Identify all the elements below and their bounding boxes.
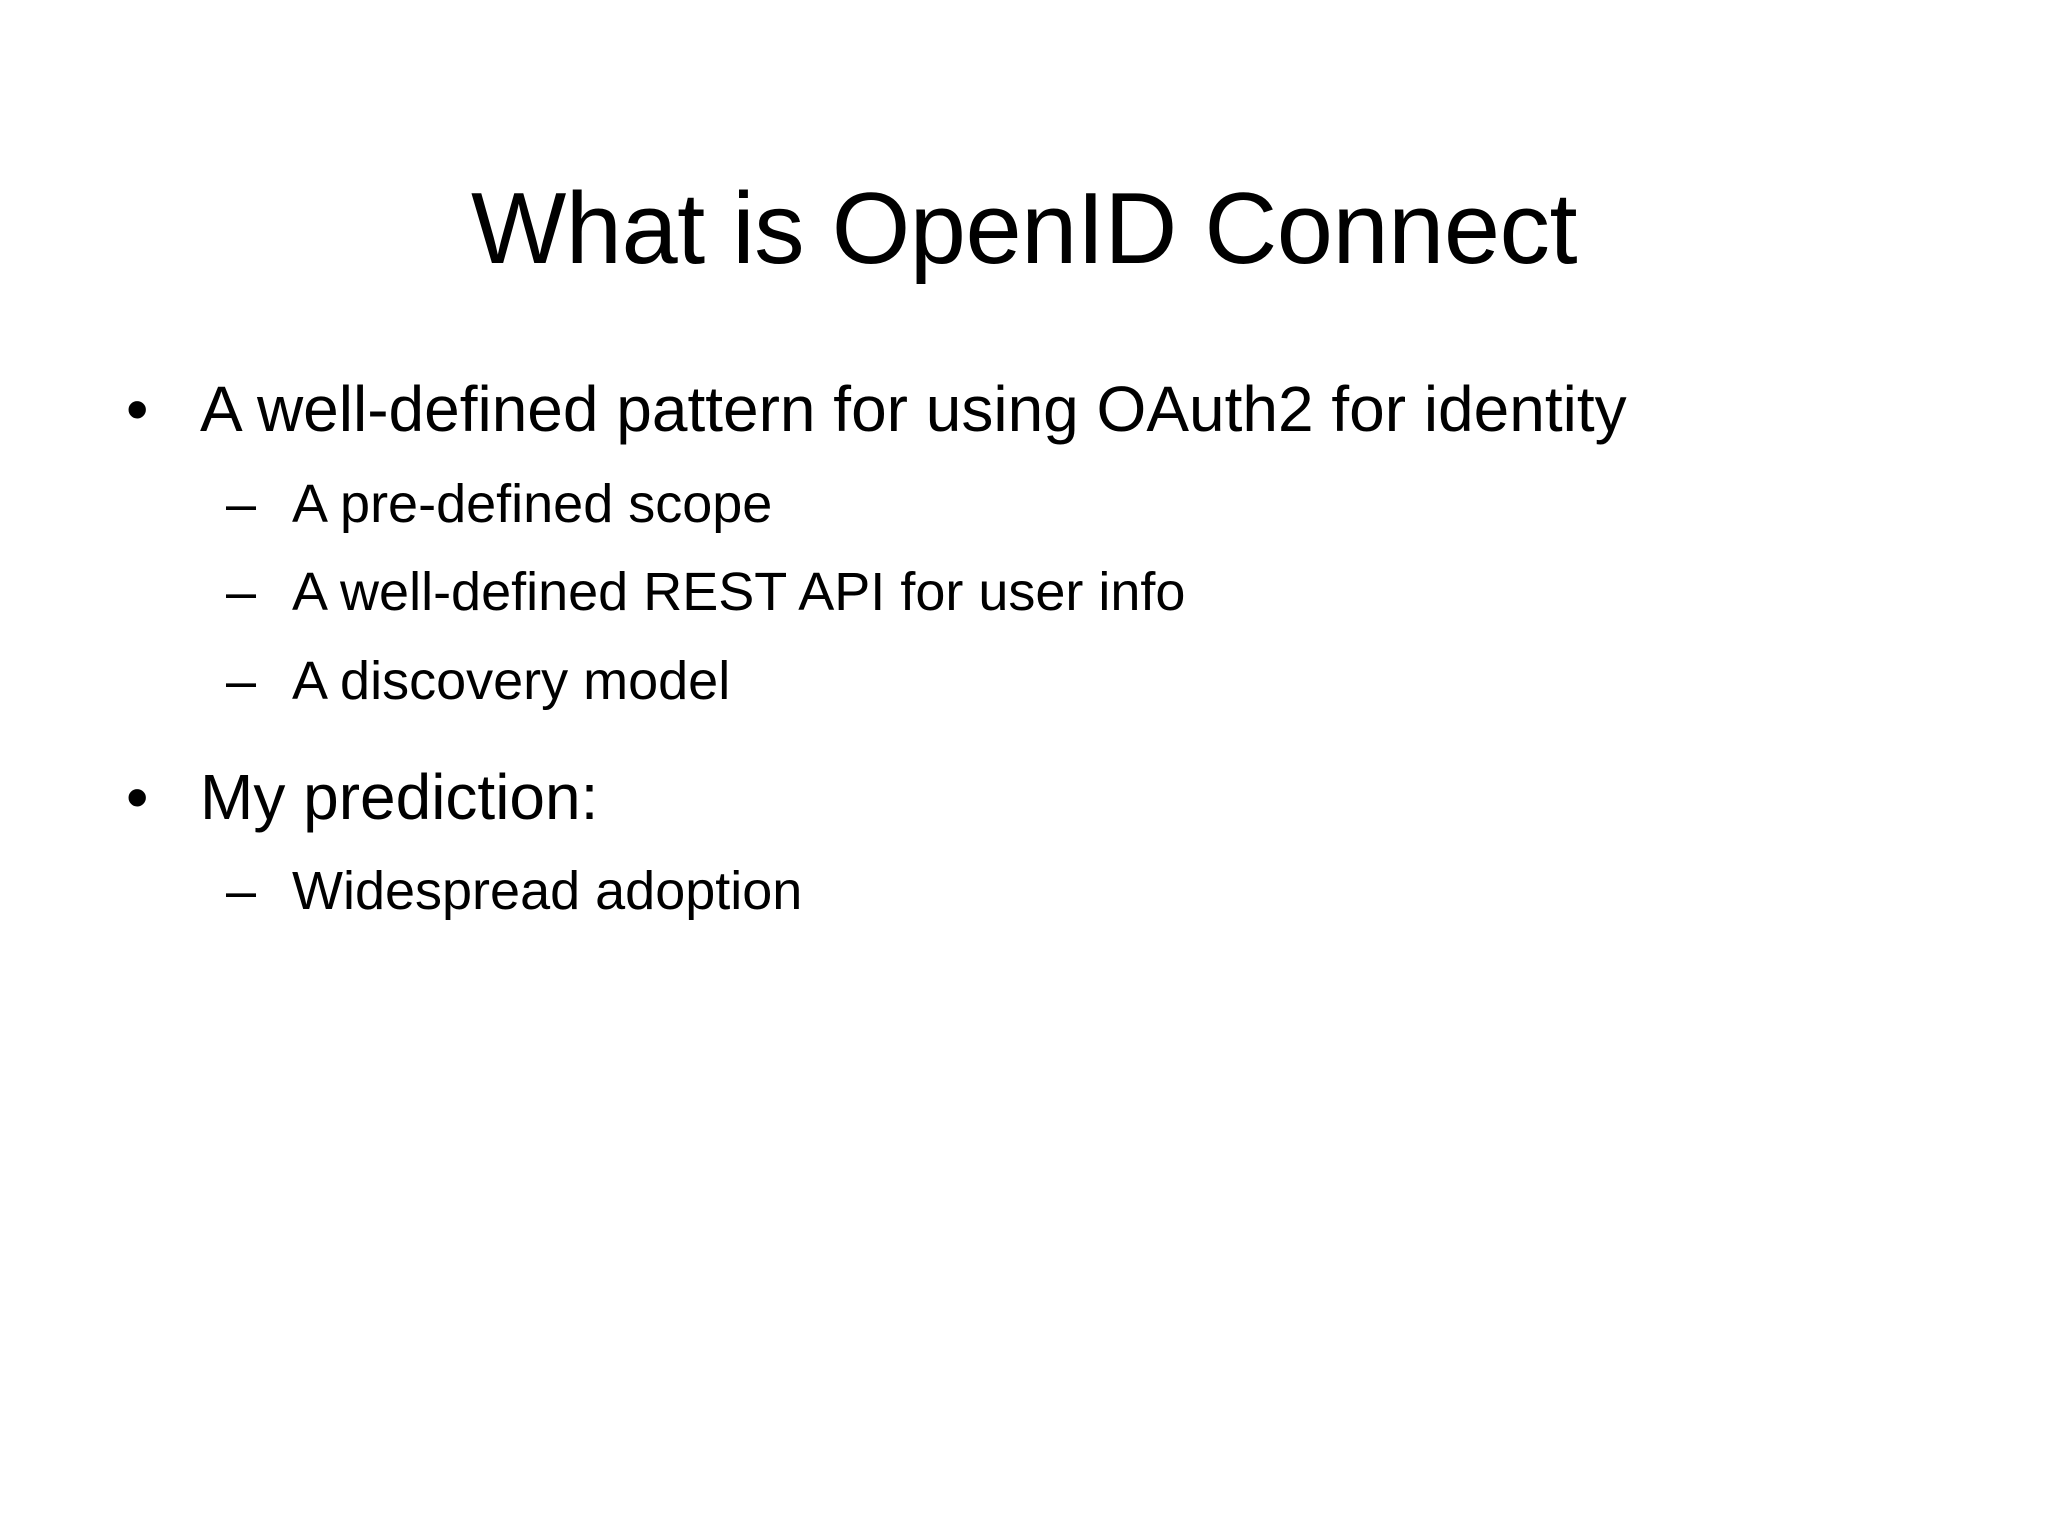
- bullet-item-level1: • A well-defined pattern for using OAuth…: [0, 372, 2048, 448]
- bullet-text: My prediction:: [200, 760, 599, 833]
- bullet-dash-icon: –: [226, 651, 257, 712]
- bullet-group-list: • A well-defined pattern for using OAuth…: [0, 372, 2048, 448]
- bullet-item-level1: • My prediction:: [0, 760, 2048, 836]
- bullet-dash-icon: –: [226, 473, 257, 534]
- bullet-item-level2: – Widespread adoption: [0, 859, 2048, 924]
- bullet-group: • A well-defined pattern for using OAuth…: [0, 372, 2048, 714]
- sub-bullet-text: Widespread adoption: [292, 861, 803, 922]
- bullet-dash-icon: –: [226, 562, 257, 623]
- bullet-text: A well-defined pattern for using OAuth2 …: [200, 373, 1627, 445]
- slide-body: • A well-defined pattern for using OAuth…: [0, 372, 2048, 948]
- sub-bullet-list: – Widespread adoption: [0, 859, 2048, 924]
- bullet-item-level2: – A discovery model: [0, 649, 2048, 714]
- bullet-group-list: • My prediction:: [0, 760, 2048, 836]
- bullet-dot-icon: •: [126, 373, 149, 445]
- bullet-dash-icon: –: [226, 861, 257, 922]
- sub-bullet-text: A pre-defined scope: [292, 473, 773, 534]
- sub-bullet-list: – A pre-defined scope – A well-defined R…: [0, 472, 2048, 714]
- bullet-item-level2: – A pre-defined scope: [0, 472, 2048, 537]
- bullet-dot-icon: •: [126, 760, 149, 833]
- sub-bullet-text: A discovery model: [292, 651, 731, 712]
- sub-bullet-text: A well-defined REST API for user info: [292, 562, 1186, 623]
- bullet-group: • My prediction: – Widespread adoption: [0, 760, 2048, 924]
- bullet-item-level2: – A well-defined REST API for user info: [0, 560, 2048, 625]
- bullet-list: • A well-defined pattern for using OAuth…: [0, 372, 2048, 924]
- slide-title: What is OpenID Connect: [470, 172, 1578, 285]
